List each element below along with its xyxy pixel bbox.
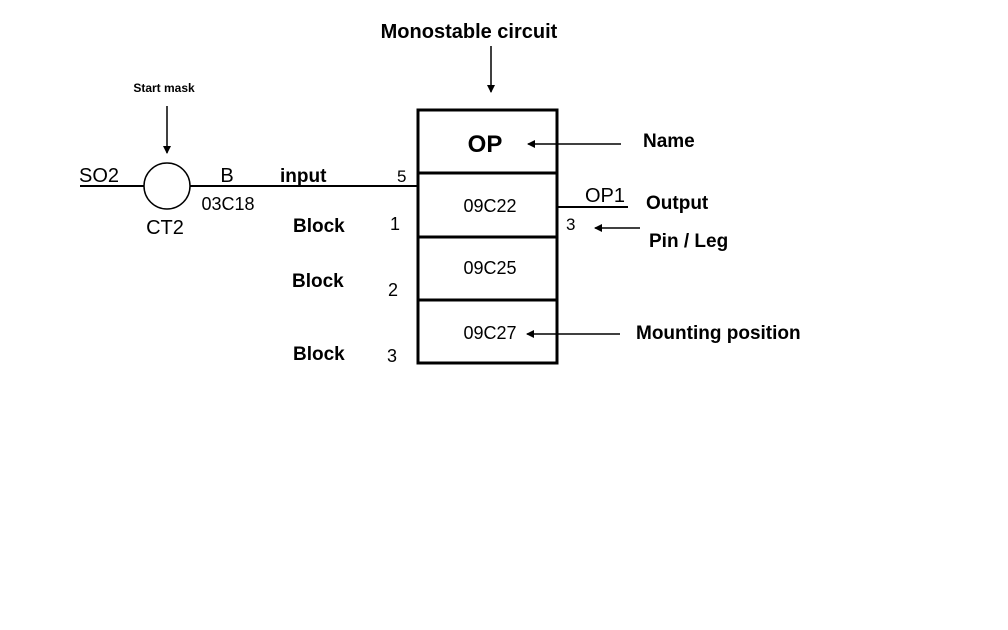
annotation-name: Name bbox=[643, 131, 695, 152]
block-position: 09C25 bbox=[463, 258, 516, 278]
annotation-output: Output bbox=[646, 193, 709, 214]
output-pin-number: 3 bbox=[566, 215, 575, 234]
block-number: 3 bbox=[387, 346, 397, 366]
block-position: 09C22 bbox=[463, 196, 516, 216]
output-signal-name: OP1 bbox=[585, 185, 625, 207]
block-position: 09C27 bbox=[463, 323, 516, 343]
element-position: 03C18 bbox=[201, 194, 254, 214]
input-label: input bbox=[280, 166, 327, 187]
start-mask-label: Start mask bbox=[133, 81, 195, 95]
annotation-mounting-position: Mounting position bbox=[636, 323, 801, 344]
element-name: CT2 bbox=[146, 217, 184, 239]
block-label: Block bbox=[292, 271, 344, 292]
block-label: Block bbox=[293, 216, 345, 237]
input-pin-number: 5 bbox=[397, 167, 406, 186]
input-signal-name: SO2 bbox=[79, 165, 119, 187]
block-number: 2 bbox=[388, 280, 398, 300]
counter-element-circle bbox=[143, 162, 191, 210]
diagram-title: Monostable circuit bbox=[381, 21, 558, 43]
annotation-pin-leg: Pin / Leg bbox=[649, 231, 728, 252]
block-number: 1 bbox=[390, 214, 400, 234]
block-label: Block bbox=[293, 344, 345, 365]
module-name: OP bbox=[468, 131, 503, 158]
element-output-label: B bbox=[220, 165, 233, 187]
